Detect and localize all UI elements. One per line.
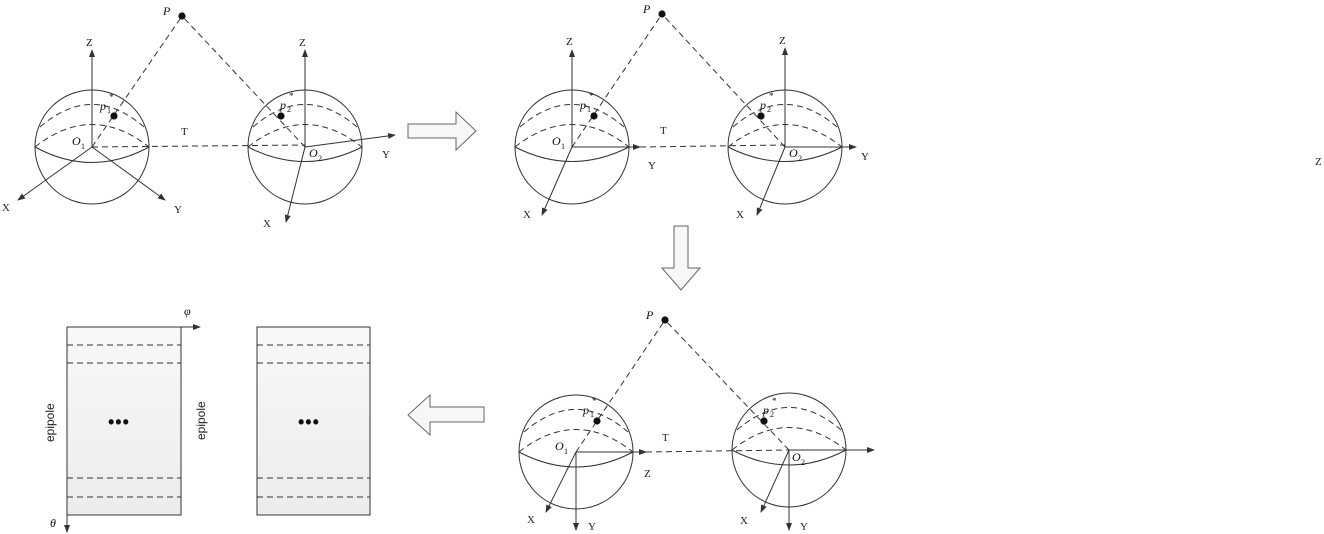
p2-label-3: p [762, 403, 769, 417]
o2-label-3: O [792, 450, 801, 464]
point-p [178, 12, 186, 20]
y-axis-1 [91, 146, 166, 201]
x-axis-4 [756, 146, 786, 216]
rectified-panels: ••• φ θ epipole ••• epipole [43, 304, 371, 533]
x-axis-1 [17, 146, 93, 201]
o1-label-3: O [555, 439, 564, 453]
x-axis-6 [760, 449, 790, 513]
o2-sub-2: 2 [798, 154, 802, 163]
ellipsis-1: ••• [108, 412, 130, 432]
stray-z-label: Z [1315, 156, 1322, 168]
p2-star-2: * [769, 91, 774, 101]
p2-sub: 2 [287, 105, 291, 114]
p1-label-2: p [579, 98, 586, 112]
scene-original: Z X Y Z X Y T P p 1 * p 2 * O 1 O 2 [2, 4, 396, 230]
scene-aligned: Z X Y Z X Y T P p 1 * p 2 * O 1 O 2 [514, 2, 869, 221]
transition-arrow-left [407, 393, 485, 437]
p1-star: * [109, 92, 114, 102]
scene-rotated: X Y Z X Y T P p 1 * p 2 * O 1 O 2 [518, 308, 875, 533]
baseline-t [91, 144, 306, 148]
o2-label-2: O [789, 146, 798, 160]
t-label: T [181, 126, 188, 138]
x-label-3: X [523, 209, 531, 221]
p2-label: p [279, 98, 286, 112]
p1-sub-3: 1 [590, 410, 594, 419]
panorama-panel-1 [66, 326, 182, 516]
p1-sub-2: 1 [587, 105, 591, 114]
p2-label-2: p [759, 98, 766, 112]
p-label: P [162, 4, 171, 18]
t-label-3: T [662, 432, 669, 444]
x-label-5: X [527, 514, 535, 526]
y-label-4: Y [861, 151, 869, 163]
p1-star-2: * [589, 91, 594, 101]
z-label-4: Z [779, 35, 786, 47]
theta-label: θ [50, 516, 56, 530]
o2-sub-3: 2 [801, 458, 805, 467]
p2-sub-3: 2 [770, 410, 774, 419]
p1-star-3: * [592, 396, 597, 406]
point-p-2 [658, 10, 666, 18]
x-label-1: X [2, 202, 10, 214]
x-label-2: X [263, 218, 271, 230]
z-label-2: Z [299, 37, 306, 49]
z-label-1: Z [86, 37, 93, 49]
epipole-label-1: epipole [43, 403, 57, 442]
x-axis-3 [541, 146, 573, 216]
p-label-3: P [645, 308, 654, 322]
y-label-1: Y [174, 204, 182, 216]
p2-star-3: * [772, 396, 777, 406]
p2-sub-2: 2 [767, 105, 771, 114]
epipole-label-2: epipole [194, 401, 208, 440]
ray-1 [91, 15, 183, 148]
x-axis-5 [545, 451, 577, 513]
y-axis-2 [304, 132, 396, 148]
ellipsis-2: ••• [298, 412, 320, 432]
p2-star: * [289, 91, 294, 101]
phi-label: φ [184, 304, 191, 318]
x-label-6: X [740, 515, 748, 527]
x-label-4: X [736, 209, 744, 221]
o2-label: O [309, 146, 318, 160]
y-label-5: Y [588, 521, 596, 533]
o1-label: O [72, 134, 81, 148]
o1-sub: 1 [81, 142, 85, 151]
y-label-2: Y [382, 149, 390, 161]
o1-sub-2: 1 [561, 142, 565, 151]
t-label-2: T [660, 125, 667, 137]
y-label-3: Y [648, 160, 656, 172]
p1-sub: 1 [107, 106, 111, 115]
proj-point-2 [277, 112, 285, 120]
p-label-2: P [642, 2, 651, 16]
panorama-panel-2 [256, 326, 371, 516]
o1-sub-3: 1 [564, 447, 568, 456]
o1-label-2: O [552, 134, 561, 148]
z-label-3: Z [566, 36, 573, 48]
transition-arrow-right [407, 110, 477, 152]
transition-arrow-down [660, 225, 702, 291]
p1-label: p [99, 99, 106, 113]
z-label-5: Z [644, 468, 651, 480]
x-axis-2 [284, 146, 306, 223]
p1-label-3: p [582, 403, 589, 417]
point-p-3 [661, 316, 669, 324]
o2-sub: 2 [318, 154, 322, 163]
proj-point-1 [110, 112, 118, 120]
y-label-6: Y [800, 521, 808, 533]
